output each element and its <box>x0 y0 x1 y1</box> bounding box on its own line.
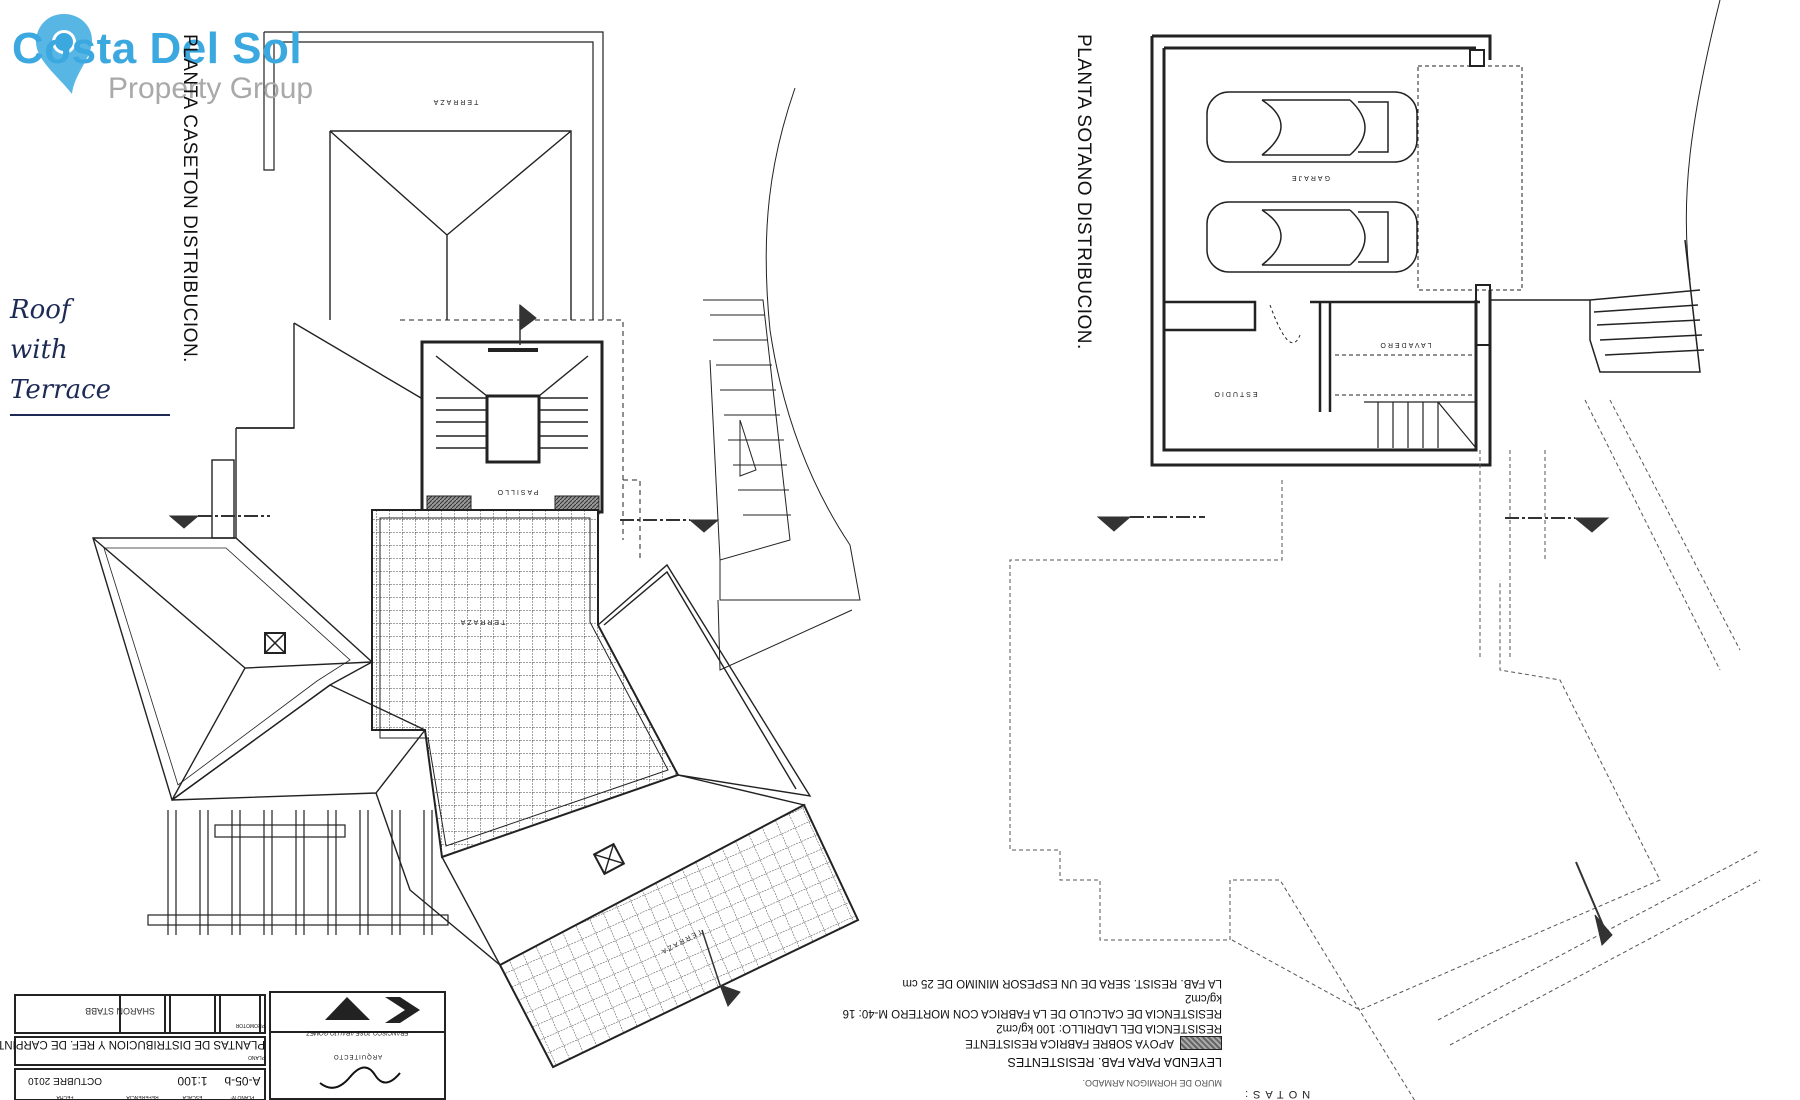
architect-logo-icon <box>325 997 420 1023</box>
legend-line-3: LA FAB. RESIST. SERA DE UN ESPESOR MINIM… <box>902 976 1222 989</box>
room-labels-right: GARAJE LAVADERO ESTUDIO <box>1212 174 1431 397</box>
legend: MURO DE HORMIGON ARMADO. LEYENDA PARA FA… <box>812 977 1222 1090</box>
handwritten-line-1: Roof <box>10 295 71 325</box>
map-pin-icon <box>36 14 92 94</box>
handwritten-line-3: Terrace <box>10 375 112 405</box>
date-value: OCTUBRE 2010 <box>28 1075 102 1086</box>
architect-block: ARQUITECTO FRANCISCO JOSE ARAUJO GOMEZ <box>270 992 445 1099</box>
car-2 <box>1206 201 1418 273</box>
promoter-label: PROMOTOR <box>235 1022 265 1028</box>
lower-terrace <box>498 803 860 1069</box>
room-label-estudio: ESTUDIO <box>1212 390 1257 397</box>
brand-subtitle: Property Group <box>108 72 314 105</box>
basement-plan-right <box>1009 0 1761 1100</box>
handwritten-underline <box>10 414 170 416</box>
curved-stair <box>703 87 861 671</box>
reference-label: REFERENCIA <box>126 1094 159 1100</box>
title-block: PLANO Nº A-05-b ESCALA 1:100 REFERENCIA … <box>0 995 265 1100</box>
room-label-terraza-top: TERRAZA <box>432 98 479 105</box>
date-label: FECHA <box>56 1094 74 1100</box>
brand-name: Costa Del Sol <box>12 24 303 73</box>
right-plan-title: PLANTA SOTANO DISTRIBUCION. <box>1073 34 1094 350</box>
notes-label: NOTAS: <box>1240 1088 1311 1100</box>
handwritten-note: Roof with Terrace <box>10 290 170 416</box>
legend-line-2: RESISTENCIA DE CALCULO DE LA FABRICA CON… <box>842 991 1222 1019</box>
section-markers-left <box>168 303 741 1007</box>
section-markers-right <box>1096 516 1613 946</box>
room-label-terraza-main: TERRAZA <box>459 618 506 625</box>
legend-title: LEYENDA PARA FAB. RESISTENTES <box>1007 1055 1222 1069</box>
room-label-lavadero: LAVADERO <box>1378 341 1431 348</box>
pergola <box>147 810 449 935</box>
title-block-frame <box>14 991 446 1100</box>
roof-plan-left <box>92 31 861 1069</box>
plan-no: A-05-b <box>224 1074 261 1088</box>
legend-line-1: RESISTENCIA DEL LADRILLO: 100 kg/cm2 <box>996 1021 1222 1034</box>
room-label-pasillo: PASILLO <box>496 488 539 495</box>
plan-title: PLANTAS DE DISTRIBUCION Y REF. DE CARPIN… <box>0 1038 265 1050</box>
plan-no-label: PLANO Nº <box>230 1094 255 1100</box>
architect-name: FRANCISCO JOSE ARAUJO GOMEZ <box>306 1029 409 1035</box>
legend-footer: MURO DE HORMIGON ARMADO. <box>1082 1078 1222 1088</box>
left-plan-title: PLANTA CASETON DISTRIBUCION. <box>179 34 200 363</box>
company-logo: Costa Del Sol Property Group <box>4 10 334 120</box>
legend-swatch-label: APOYA SOBRE FABRICA RESISTENTE <box>965 1036 1174 1049</box>
scale-value: 1:100 <box>177 1074 208 1088</box>
handwritten-line-2: with <box>10 335 68 365</box>
promoter-name: SHARON STABB <box>85 1006 155 1016</box>
architect-role: ARQUITECTO <box>332 1053 383 1059</box>
left-roof <box>92 537 374 802</box>
plan-label: PLANO <box>248 1054 265 1060</box>
scale-label: ESCALA <box>182 1094 203 1100</box>
main-terrace <box>371 509 680 859</box>
signature-icon <box>319 1066 401 1089</box>
room-label-garaje: GARAJE <box>1290 174 1330 181</box>
legend-swatch-icon <box>1180 1036 1222 1050</box>
car-1 <box>1206 91 1418 163</box>
